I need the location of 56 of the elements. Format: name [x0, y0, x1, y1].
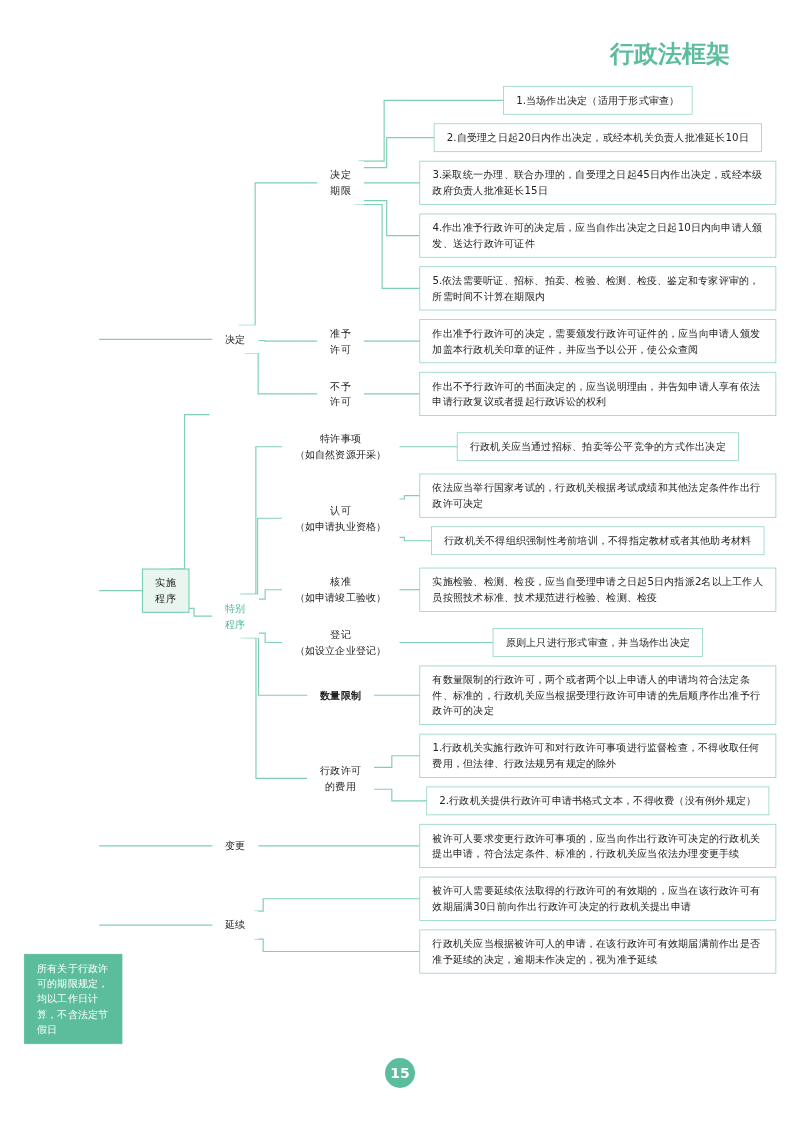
connector — [398, 641, 494, 644]
node-text: 不予许可 — [330, 380, 351, 408]
connector — [98, 845, 214, 847]
header-title: 行政法框架 — [610, 39, 730, 70]
node-box: 所有关于行政许可的期限规定，均以工作日计算，不含法定节假日 — [23, 953, 123, 1045]
connector — [257, 339, 318, 342]
node-box: 行政机关应当根据被许可人的申请，在该行政许可有效期届满前作出是否准予延续的决定，逾期未作决定的，视为准予延续 — [419, 929, 777, 974]
connector — [363, 182, 421, 184]
node-box: 依法应当举行国家考试的，行政机关根据考试成绩和其他法定条件作出行政许可决定 — [419, 473, 777, 518]
node-box: 作出不予行政许可的书面决定的，应当说明理由，并告知申请人享有依法申请行政复议或者提起行政诉讼的权利 — [419, 371, 777, 416]
node-box: 1.当场作出决定（适用于形式审查） — [503, 85, 693, 115]
node-text: 延续 — [225, 919, 246, 931]
connector — [398, 446, 458, 448]
connector — [98, 924, 214, 926]
node-text: 特许事项 （如自然资源开采） — [294, 432, 387, 461]
connector — [398, 589, 421, 591]
node-text: 认可 （如申请执业资格） — [294, 504, 387, 532]
connector — [398, 495, 421, 500]
node-box: 实施程序 — [141, 568, 190, 613]
node-text: 数量限制 — [320, 689, 361, 701]
node-box: 有数量限制的行政许可，两个或者两个以上申请人的申请均符合法定条件、标准的，行政机关应当根据受理行政许可申请的先后顺序作出准予行政许可的决定 — [419, 665, 777, 726]
node-box: 被许可人需要延续依法取得的行政许可的有效期的，应当在该行政许可有效期届满30日前向作出行政许可决定的行政机关提出申请 — [419, 876, 777, 921]
node-box: 行政机关不得组织强制性考前培训，不得指定教材或者其他助考材料 — [431, 526, 765, 556]
node-box: 作出准予行政许可的决定，需要颁发行政许可证件的，应当向申请人颁发加盖本行政机关印章的证件，并应当予以公开，使公众查阅 — [419, 319, 777, 364]
connector — [98, 590, 143, 592]
node-text: 决定期限 — [330, 169, 351, 197]
node-box: 1.行政机关实施行政许可和对行政许可事项进行监督检查，不得收取任何费用，但法律、行政法规另有规定的除外 — [419, 733, 777, 778]
node-box: 3.采取统一办理、联合办理的，自受理之日起45日内作出决定，或经本级政府负责人批准延长15日 — [419, 160, 777, 205]
connector — [373, 788, 428, 802]
connector — [363, 137, 435, 169]
connector — [253, 898, 421, 912]
node-box: 原则上只进行形式审查，并当场作出决定 — [492, 628, 703, 657]
node-box: 4.作出准予行政许可的决定后，应当自作出决定之日起10日内向申请人颁发、送达行政许可证件 — [419, 213, 777, 258]
node-text: 行政许可的费用 — [320, 764, 361, 792]
node-text: 准予许可 — [330, 327, 351, 355]
connector — [373, 755, 421, 768]
node-box: 2.自受理之日起20日内作出决定，或经本机关负责人批准延长10日 — [433, 123, 762, 153]
connector — [363, 393, 421, 395]
node-box: 被许可人要求变更行政许可事项的，应当向作出行政许可决定的行政机关提出申请，符合法定条件、标准的，行政机关应当依法办理变更手续 — [419, 823, 777, 868]
node-box: 5.依法需要听证、招标、拍卖、检验、检测、检疫、鉴定和专家评审的，所需时间不计算在期限内 — [419, 266, 777, 311]
node-box: 行政机关应当通过招标、拍卖等公平竞争的方式作出决定 — [456, 432, 739, 462]
connector — [373, 694, 421, 696]
connector — [258, 589, 283, 600]
connector — [258, 632, 283, 644]
node-box: 2.行政机关提供行政许可申请书格式文本，不得收费（没有例外规定） — [426, 786, 770, 816]
connector — [98, 338, 214, 340]
node-text: 登记 （如设立企业登记） — [294, 628, 387, 656]
page-number: 15 — [385, 1058, 415, 1088]
connector — [257, 845, 421, 847]
connector — [398, 536, 433, 542]
node-box: 实施检验、检测、检疫，应当自受理申请之日起5日内指派2名以上工作人员按照技术标准、技术规范进行检验、检测、检疫 — [419, 567, 777, 612]
connector — [188, 607, 213, 617]
node-text: 变更 — [225, 839, 246, 852]
node-text: 核准 （如申请竣工验收） — [294, 575, 387, 604]
connector — [363, 340, 421, 342]
connector — [363, 200, 421, 237]
